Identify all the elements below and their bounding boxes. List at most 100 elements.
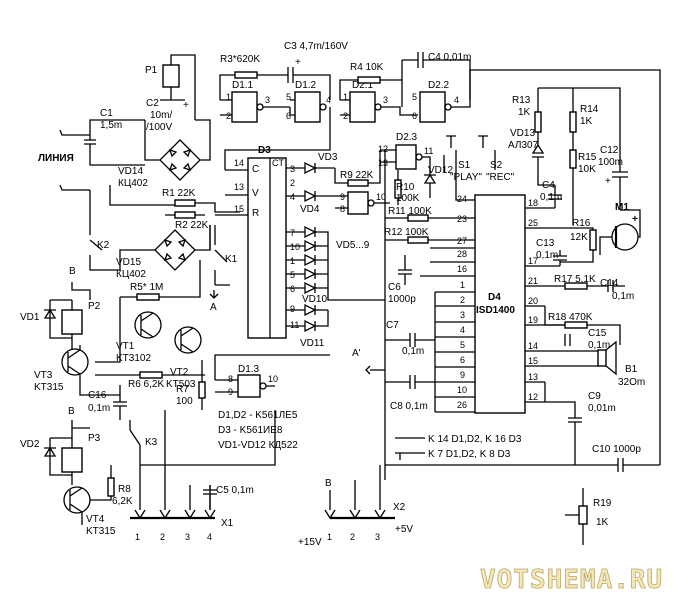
svg-text:10: 10	[268, 374, 278, 384]
r8-label: R8	[118, 484, 131, 495]
resistor-r6: R6 6,2K	[95, 371, 205, 390]
vt2-label: VT2	[170, 367, 189, 378]
svg-text:26: 26	[457, 400, 467, 410]
parts-legend: D1,D2 - K561ЛЕ5 D3 - K561ИЕ8 VD1-VD12 КД…	[218, 410, 298, 451]
svg-text:1: 1	[226, 92, 231, 102]
svg-text:12: 12	[528, 392, 538, 402]
resistor-r11: R11 100K	[385, 206, 475, 222]
svg-text:28: 28	[457, 249, 467, 259]
capacitor-c15: C15 0,1m	[564, 328, 610, 351]
vt4-label: VT4	[86, 514, 105, 525]
r3-label: R3*620K	[220, 54, 260, 65]
svg-text:10: 10	[290, 242, 300, 252]
svg-text:3: 3	[460, 310, 465, 320]
resistor-r14: R14 1K	[538, 87, 621, 160]
c8-label: C8 0,1m	[390, 401, 428, 412]
svg-text:8: 8	[228, 374, 233, 384]
r12-label: R12 100K	[384, 227, 429, 238]
vd10-label: VD10	[302, 294, 327, 305]
r15-value: 10K	[578, 164, 596, 175]
svg-text:R: R	[252, 208, 259, 219]
svg-text:8: 8	[340, 204, 345, 214]
c6-value: 1000p	[388, 294, 416, 305]
r4-label: R4 10K	[350, 62, 384, 73]
relay-p3: B P3 VD2	[20, 406, 101, 485]
r16-value: 12K	[570, 232, 588, 243]
legend-line-2: D3 - K561ИЕ8	[218, 425, 283, 436]
capacitor-c9: C9 0,01m	[544, 382, 616, 465]
svg-text:19: 19	[528, 315, 538, 325]
svg-text:1: 1	[460, 280, 465, 290]
c16-label: C16	[88, 390, 107, 401]
d4-label: D4	[488, 292, 501, 303]
switch-k1: K1 A	[209, 225, 238, 313]
connector-x2[interactable]: B +15V 2 3 1 X2 +5V	[298, 465, 413, 548]
transistor-vt3: VT3 KT315	[34, 345, 121, 396]
svg-text:25: 25	[528, 218, 538, 228]
r17-label: R17 5,1K	[554, 274, 596, 285]
b1-value: 32Om	[618, 377, 645, 388]
r6-label: R6 6,2K	[128, 379, 164, 390]
watermark: VOTSHEMA.RU	[480, 565, 663, 595]
svg-text:3: 3	[383, 95, 388, 105]
svg-text:+: +	[605, 176, 611, 187]
a-prime-label: A'	[352, 348, 361, 359]
resistor-r5: R5* 1M	[120, 260, 201, 301]
capacitor-c13: C13 0,1m	[536, 238, 567, 266]
gate-d2-1: D2.1 1 2 3	[339, 79, 418, 123]
resistor-r7: R7 100	[176, 360, 206, 410]
r5-label: R5* 1M	[130, 282, 163, 293]
connector-x1[interactable]: 1 2 3 4 X1	[130, 410, 234, 542]
svg-text:27: 27	[457, 236, 467, 246]
svg-text:4: 4	[326, 95, 331, 105]
svg-text:3: 3	[290, 164, 295, 174]
resistor-r17: R17 5,1K	[554, 274, 608, 290]
vd2-label: VD2	[20, 439, 40, 450]
c3-label: C3 4,7m/160V	[284, 41, 348, 52]
svg-text:5: 5	[290, 270, 295, 280]
s2-label: S2	[490, 160, 503, 171]
vt2-type: KT503	[166, 379, 196, 390]
c1-value: 1,5m	[100, 120, 122, 131]
svg-text:24: 24	[457, 194, 467, 204]
b-label-2: B	[68, 406, 75, 417]
r14-value: 1K	[580, 116, 593, 127]
vt1-label: VT1	[116, 341, 135, 352]
c2-label: C2	[146, 98, 159, 109]
svg-text:11: 11	[290, 320, 299, 330]
c9-value: 0,01m	[588, 403, 616, 414]
switch-k2: K2	[89, 190, 120, 271]
capacitor-c6: C6 1000p	[388, 255, 416, 305]
capacitor-c16: C16 0,1m	[88, 390, 127, 420]
svg-text:2: 2	[460, 295, 465, 305]
c7-label: C7	[386, 320, 399, 331]
gate-nand-extra: 9 8 10	[335, 191, 390, 215]
capacitor-c14: C14 0,1m	[600, 278, 634, 302]
svg-text:2: 2	[343, 111, 348, 121]
microphone-m1: M1 +	[599, 202, 641, 255]
svg-text:4: 4	[290, 192, 295, 202]
svg-text:2: 2	[290, 178, 295, 188]
c12-value: 100m	[598, 157, 623, 168]
d22-label: D2.2	[428, 80, 450, 91]
vd14-label: VD14	[118, 166, 143, 177]
svg-text:11: 11	[424, 146, 433, 156]
s1-caption: "PLAY"	[450, 172, 482, 183]
vt4-type: KT315	[86, 526, 116, 537]
resistor-r15: R15 10K	[569, 149, 597, 225]
gate-d2-3: D2.3 12 13 11	[378, 132, 433, 175]
c7-value: 0,1m	[402, 346, 424, 357]
vd14-type: КЦ402	[118, 178, 148, 189]
diodes-vd3-vd11: VD3 VD4 VD5...9 VD10 VD11	[286, 152, 385, 349]
c1-label: C1	[100, 108, 113, 119]
speaker-b1[interactable]: B1 32Om	[597, 340, 645, 388]
switch-s1[interactable]: S1 "PLAY"	[443, 135, 482, 201]
svg-text:6: 6	[290, 284, 295, 294]
switch-s2[interactable]: S2 "REC"	[478, 135, 515, 183]
line-label: ЛИНИЯ	[38, 153, 74, 164]
c12-label: C12	[600, 145, 619, 156]
c5-label: C5 0,1m	[216, 485, 254, 496]
resistor-r10: R10 100K	[394, 170, 420, 205]
svg-text:V: V	[252, 188, 259, 199]
r16-label: R16	[572, 218, 591, 229]
